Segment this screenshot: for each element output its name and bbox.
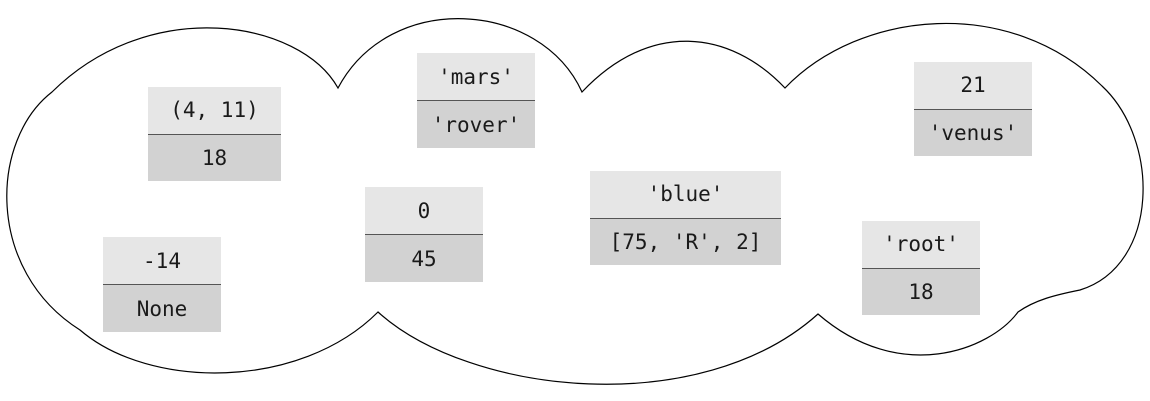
dict-entry-tuple-key: (4, 11) 18 — [148, 87, 281, 181]
entry-value: 'venus' — [914, 109, 1032, 156]
entry-value: None — [103, 285, 221, 332]
entry-key: 21 — [914, 62, 1032, 110]
dict-entry-21: 21 'venus' — [914, 62, 1032, 156]
dict-entry-mars: 'mars' 'rover' — [417, 53, 535, 148]
entry-value: 'rover' — [417, 101, 535, 148]
entry-value: [75, 'R', 2] — [590, 218, 781, 265]
entry-value: 18 — [862, 268, 980, 315]
entry-key: 0 — [365, 187, 483, 235]
cloud-outline-path — [6, 18, 1144, 385]
entry-value: 45 — [365, 235, 483, 282]
dict-entry-blue: 'blue' [75, 'R', 2] — [590, 171, 781, 265]
entry-key: (4, 11) — [148, 87, 281, 135]
entry-value: 18 — [148, 134, 281, 181]
entry-key: 'root' — [862, 221, 980, 269]
dict-entry-root: 'root' 18 — [862, 221, 980, 315]
dict-entry-0: 0 45 — [365, 187, 483, 282]
dict-entry-minus-14: -14 None — [103, 237, 221, 332]
entry-key: 'blue' — [590, 171, 781, 219]
entry-key: 'mars' — [417, 53, 535, 101]
entry-key: -14 — [103, 237, 221, 285]
